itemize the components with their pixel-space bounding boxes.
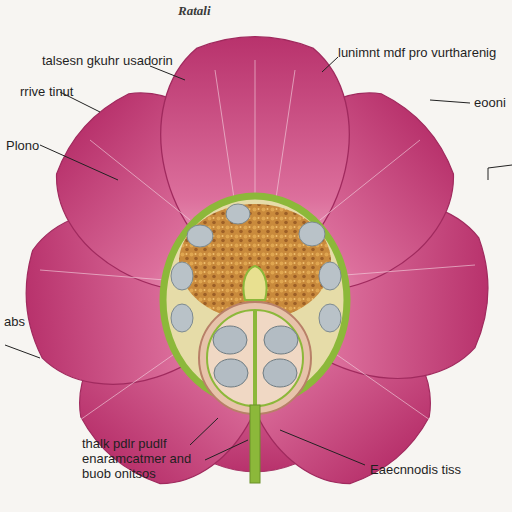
part-label: Plono — [6, 138, 39, 153]
flower-center — [163, 196, 347, 414]
diagram-title: Ratali — [178, 3, 211, 19]
part-label: talsesn gkuhr usadorin — [42, 53, 173, 68]
part-label: thalk pdlr pudlf enaramcatmer and buob o… — [82, 436, 207, 481]
leader-lines — [5, 57, 512, 465]
petals — [19, 37, 491, 512]
part-label: abs — [4, 314, 25, 329]
petal-veins — [40, 60, 475, 420]
part-label: Eaecnnodis tiss — [370, 462, 461, 477]
part-label: rrive tinut — [20, 84, 73, 99]
part-label: eooni — [474, 95, 506, 110]
stem — [250, 405, 260, 483]
part-label: lunimnt mdf pro vurtharenig — [338, 45, 496, 60]
